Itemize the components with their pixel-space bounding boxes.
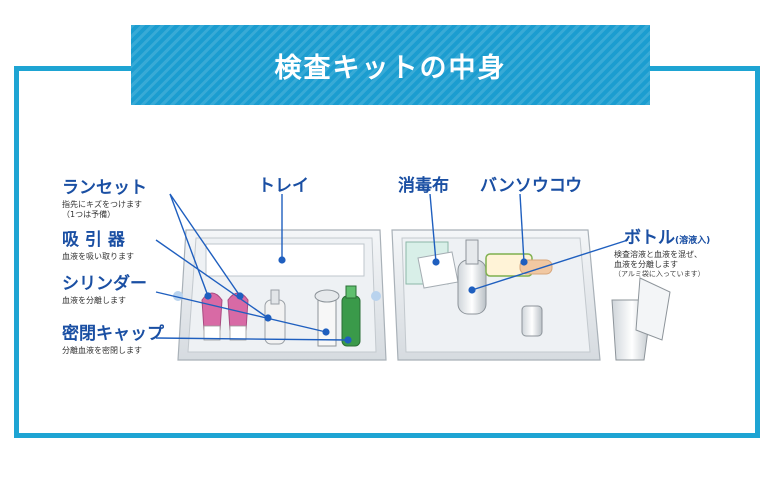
- pointer-dots: [204, 256, 528, 344]
- page-title: 検査キットの中身: [274, 52, 507, 84]
- cap-desc: 分離血液を密閉します: [62, 346, 142, 355]
- lancet-pair: [201, 292, 249, 341]
- bandage-label: バンソウコウ: [480, 176, 583, 196]
- pointer-lines: [155, 193, 629, 341]
- pipette-desc: 血液を吸い取ります: [62, 252, 134, 261]
- lancet-desc-2: （1つは予備）: [62, 210, 116, 219]
- cylinder-label: シリンダー: [62, 274, 147, 294]
- cylinder: [314, 289, 340, 347]
- bandage: [485, 253, 553, 277]
- tray-label: トレイ: [258, 176, 309, 196]
- sealing-cap: [341, 285, 361, 347]
- disinfectant-wipe: [405, 241, 459, 289]
- pipette: [264, 289, 286, 345]
- bottle-desc: 検査溶液と血液を混ぜ、: [614, 250, 702, 259]
- cylinder-desc: 血液を分離します: [62, 296, 126, 305]
- pipette-label: 吸 引 器: [62, 230, 125, 250]
- lancet-desc: 指先にキズをつけます: [62, 200, 142, 209]
- cap-label: 密閉キャップ: [62, 324, 164, 344]
- title-banner: 検査キットの中身: [131, 25, 650, 105]
- lancet-label: ランセット: [62, 178, 147, 198]
- bottle-desc-2: 血液を分離します: [614, 260, 678, 269]
- disinfectant-label: 消毒布: [398, 176, 449, 196]
- bottle-label-tag: (溶液入): [675, 236, 711, 246]
- bottle-side-view: [611, 277, 671, 361]
- bottle-label-name: ボトル: [624, 228, 675, 248]
- bottle-desc-3: （アルミ袋に入っています）: [614, 270, 705, 278]
- bottle-label: ボトル(溶液入): [624, 230, 710, 247]
